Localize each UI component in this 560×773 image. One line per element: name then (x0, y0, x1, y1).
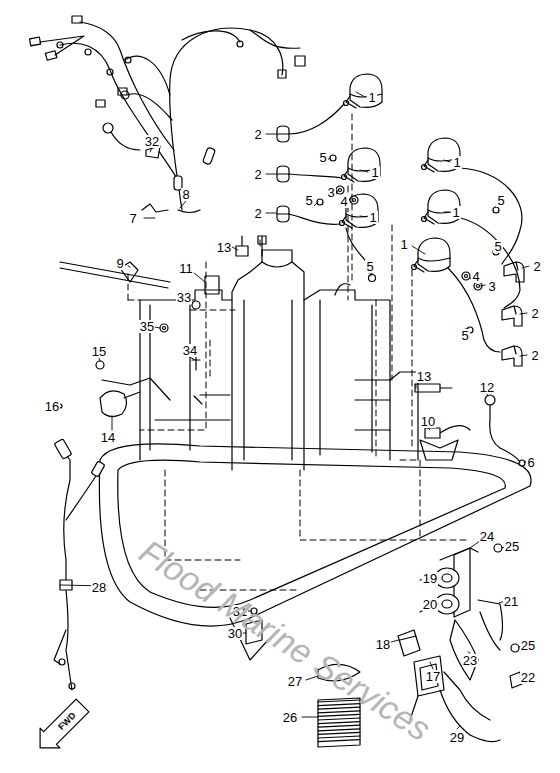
spring-winding (318, 711, 360, 713)
callout-number: 29 (449, 731, 465, 744)
callout-number: 2 (253, 128, 262, 141)
spring-winding (318, 714, 360, 716)
callout-number: 18 (375, 638, 391, 651)
callout-number: 13 (416, 370, 432, 383)
callout-number: 7 (128, 212, 137, 225)
callout-number: 2 (532, 260, 541, 273)
callout-number: 14 (100, 431, 116, 444)
callout-number: 22 (520, 671, 536, 684)
callout-number: 34 (182, 344, 198, 357)
callout-number: 1 (367, 91, 376, 104)
spring-winding (318, 707, 360, 709)
callout-number: 2 (530, 349, 539, 362)
callout-number: 5 (318, 151, 327, 164)
spring-winding (318, 722, 360, 724)
spring-winding (318, 725, 360, 727)
callout-number: 5 (365, 260, 374, 273)
callout-number: 8 (181, 188, 190, 201)
callout-number: 20 (422, 598, 438, 611)
callout-number: 4 (339, 195, 348, 208)
callout-number: 25 (504, 540, 520, 553)
callout-number: 5 (496, 194, 505, 207)
callout-number: 35 (139, 320, 155, 333)
callout-number: 1 (370, 166, 379, 179)
callout-number: 21 (503, 595, 519, 608)
callout-number: 3 (326, 186, 335, 199)
callout-number: 25 (520, 639, 536, 652)
callout-number: 3 (487, 280, 496, 293)
callout-number: 5 (493, 240, 502, 253)
callout-number: 4 (471, 270, 480, 283)
callout-number: 11 (178, 262, 194, 275)
callout-number: 16 (44, 400, 60, 413)
callout-number: 5 (304, 194, 313, 207)
spring-winding (318, 732, 360, 734)
direction-label: FWD (57, 711, 78, 732)
callout-number: 23 (462, 654, 478, 667)
callout-number: 13 (216, 241, 232, 254)
callout-number: 5 (460, 329, 469, 342)
spring-winding (318, 740, 360, 742)
callout-number: 12 (479, 381, 495, 394)
callout-number: 24 (479, 530, 495, 543)
callout-number: 27 (287, 675, 303, 688)
callout-number: 9 (115, 257, 124, 270)
callout-number: 15 (91, 345, 107, 358)
callout-number: 33 (176, 291, 192, 304)
callout-number: 1 (452, 156, 461, 169)
callout-number: 2 (530, 307, 539, 320)
spring-winding (318, 736, 360, 738)
callout-number: 10 (420, 415, 436, 428)
callout-number: 2 (253, 207, 262, 220)
callout-number: 2 (253, 168, 262, 181)
callout-number: 19 (422, 572, 438, 585)
callout-number: 1 (368, 211, 377, 224)
callout-number: 6 (526, 456, 535, 469)
callout-number: 17 (425, 670, 441, 683)
callout-number: 1 (399, 238, 408, 251)
callout-number: 32 (144, 135, 160, 148)
callout-number: 26 (282, 711, 298, 724)
spring-winding (318, 718, 360, 720)
callout-number: 1 (451, 206, 460, 219)
callout-number: 28 (91, 581, 107, 594)
spring-winding (318, 729, 360, 731)
